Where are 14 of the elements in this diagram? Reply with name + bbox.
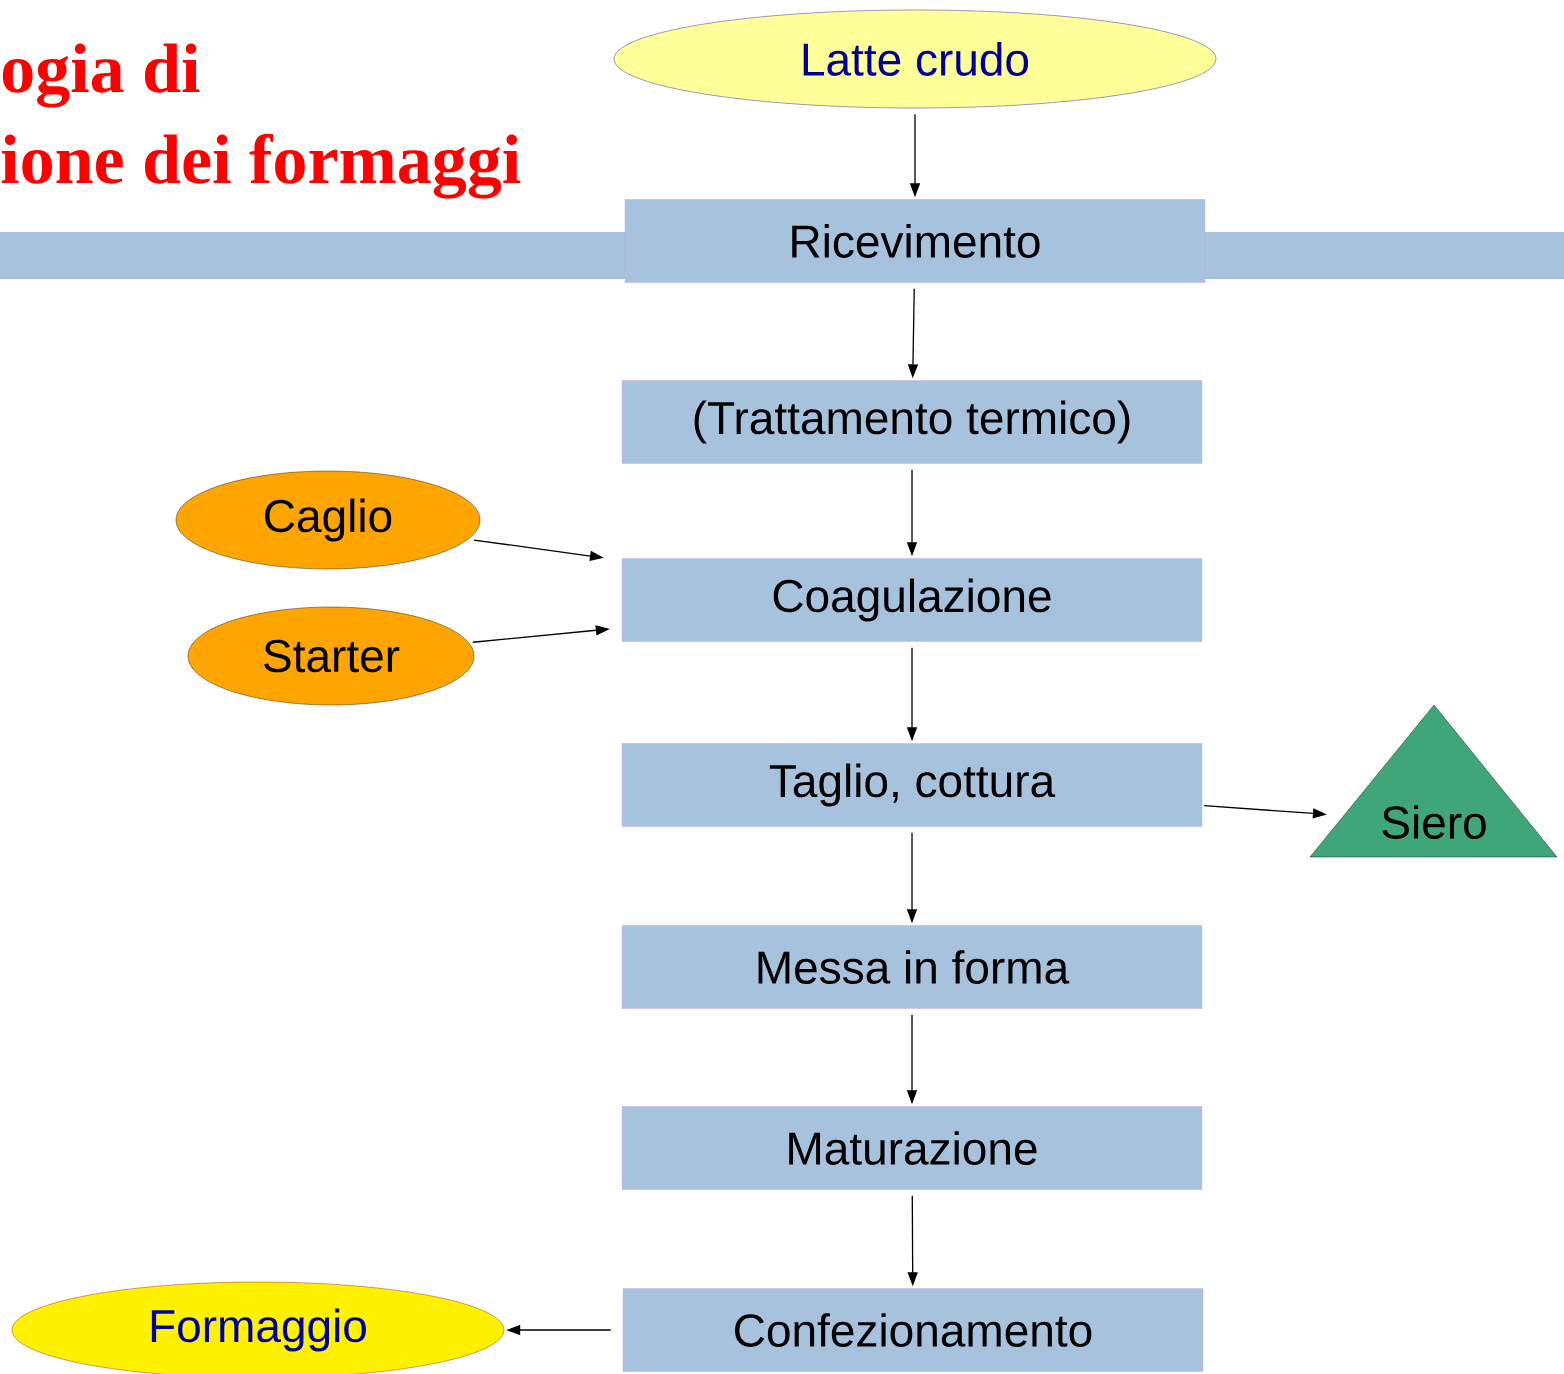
ellipse-node: Caglio — [175, 470, 481, 570]
ellipse-node: Latte crudo — [613, 9, 1217, 109]
ellipse-node: Starter — [187, 606, 475, 706]
process-box: Coagulazione — [621, 558, 1203, 642]
process-box: Messa in forma — [621, 925, 1203, 1009]
ellipse-node: Formaggio — [11, 1281, 505, 1374]
process-box: (Trattamento termico) — [621, 380, 1203, 464]
process-box: Maturazione — [621, 1106, 1203, 1190]
title-text: ione dei formaggi — [1, 133, 521, 199]
process-box: Taglio, cottura — [621, 743, 1203, 827]
triangle-node: Siero — [1309, 704, 1558, 858]
title-text: ogia di — [2, 43, 200, 108]
process-box: Confezionamento — [622, 1288, 1204, 1372]
process-box: Ricevimento — [624, 199, 1206, 283]
